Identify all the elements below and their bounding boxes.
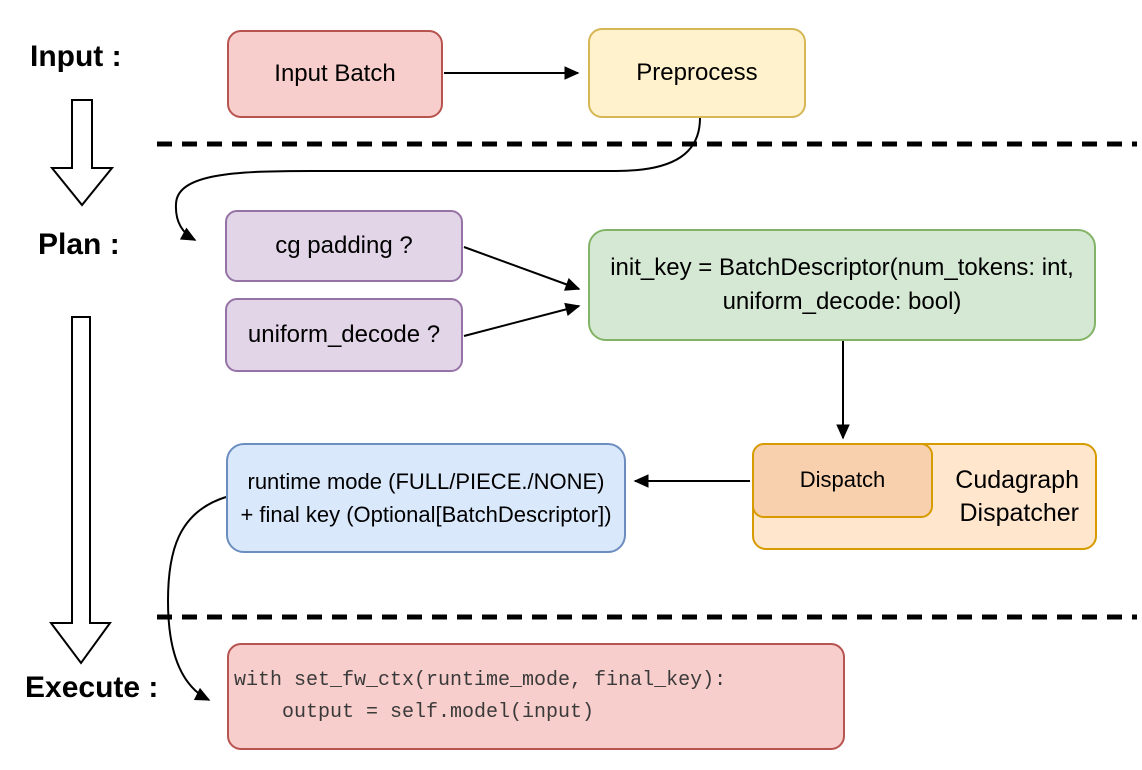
- node-preprocess-label: Preprocess: [636, 59, 758, 87]
- node-init-key-line1: init_key = BatchDescriptor(num_tokens: i…: [610, 254, 1074, 282]
- stage-label-execute: Execute :: [25, 671, 159, 704]
- node-init-key-line2: uniform_decode: bool): [722, 288, 962, 315]
- node-preprocess: Preprocess: [588, 28, 806, 118]
- node-cg-padding: cg padding ?: [225, 210, 463, 282]
- node-runtime-result-line1: runtime mode (FULL/PIECE./NONE): [247, 469, 605, 494]
- node-cg-padding-label: cg padding ?: [275, 232, 413, 260]
- arrow-cg-padding-to-init-key: [463, 246, 581, 291]
- node-cudagraph-line1: Cudagraph: [955, 466, 1079, 494]
- stage-arrow-input-to-plan: [49, 99, 115, 207]
- stage-label-input: Input :: [30, 40, 122, 73]
- arrow-uniform-decode-to-init-key: [463, 302, 581, 337]
- node-dispatch: Dispatch: [752, 443, 933, 518]
- execute-code-line2: output = self.model(input): [234, 700, 595, 724]
- node-uniform-decode: uniform_decode ?: [225, 298, 463, 372]
- stage-label-plan: Plan :: [38, 228, 120, 261]
- node-input-batch: Input Batch: [227, 30, 443, 118]
- stage-arrow-plan-to-execute: [49, 316, 112, 665]
- node-init-key: init_key = BatchDescriptor(num_tokens: i…: [588, 229, 1096, 341]
- node-input-batch-label: Input Batch: [274, 60, 396, 88]
- node-runtime-result-line2: + final key (Optional[BatchDescriptor]): [240, 502, 612, 527]
- node-runtime-result: runtime mode (FULL/PIECE./NONE) + final …: [226, 443, 626, 553]
- node-execute-code: with set_fw_ctx(runtime_mode, final_key)…: [227, 643, 845, 750]
- arrow-runtime-result-to-execute-code: [166, 496, 227, 701]
- node-uniform-decode-label: uniform_decode ?: [247, 321, 441, 349]
- execute-code-line1: with set_fw_ctx(runtime_mode, final_key)…: [234, 668, 727, 692]
- node-cudagraph-line2: Dispatcher: [959, 498, 1080, 527]
- node-dispatch-label: Dispatch: [799, 467, 886, 493]
